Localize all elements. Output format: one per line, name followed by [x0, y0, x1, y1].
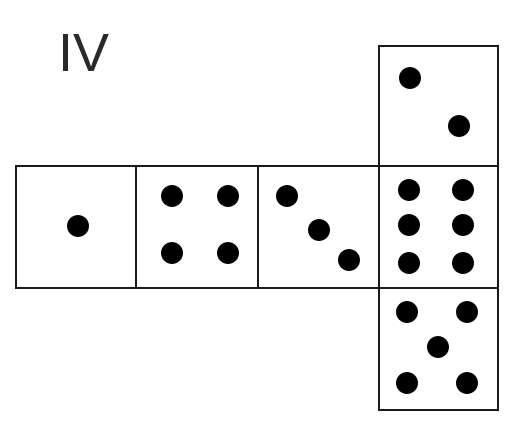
pip	[217, 185, 239, 207]
pip	[452, 179, 474, 201]
face-six	[378, 165, 499, 289]
face-three	[257, 165, 381, 289]
face-two	[378, 45, 499, 167]
face-six-outline	[378, 165, 499, 289]
face-four	[135, 165, 259, 289]
pip	[452, 252, 474, 274]
pip	[396, 372, 418, 394]
pip	[452, 214, 474, 236]
figure-label: IV	[58, 23, 110, 83]
pip	[308, 219, 330, 241]
pip	[396, 301, 418, 323]
pip	[427, 336, 449, 358]
pip	[161, 242, 183, 264]
pip	[398, 179, 420, 201]
pip	[456, 301, 478, 323]
pip	[67, 215, 89, 237]
face-one	[15, 165, 137, 289]
pip	[398, 252, 420, 274]
face-four-outline	[135, 165, 259, 289]
pip	[217, 242, 239, 264]
pip	[161, 185, 183, 207]
pip	[338, 249, 360, 271]
pip	[399, 67, 421, 89]
face-five	[378, 287, 499, 411]
face-two-outline	[378, 45, 499, 167]
pip	[276, 185, 298, 207]
pip	[456, 372, 478, 394]
pip	[398, 214, 420, 236]
pip	[448, 115, 470, 137]
